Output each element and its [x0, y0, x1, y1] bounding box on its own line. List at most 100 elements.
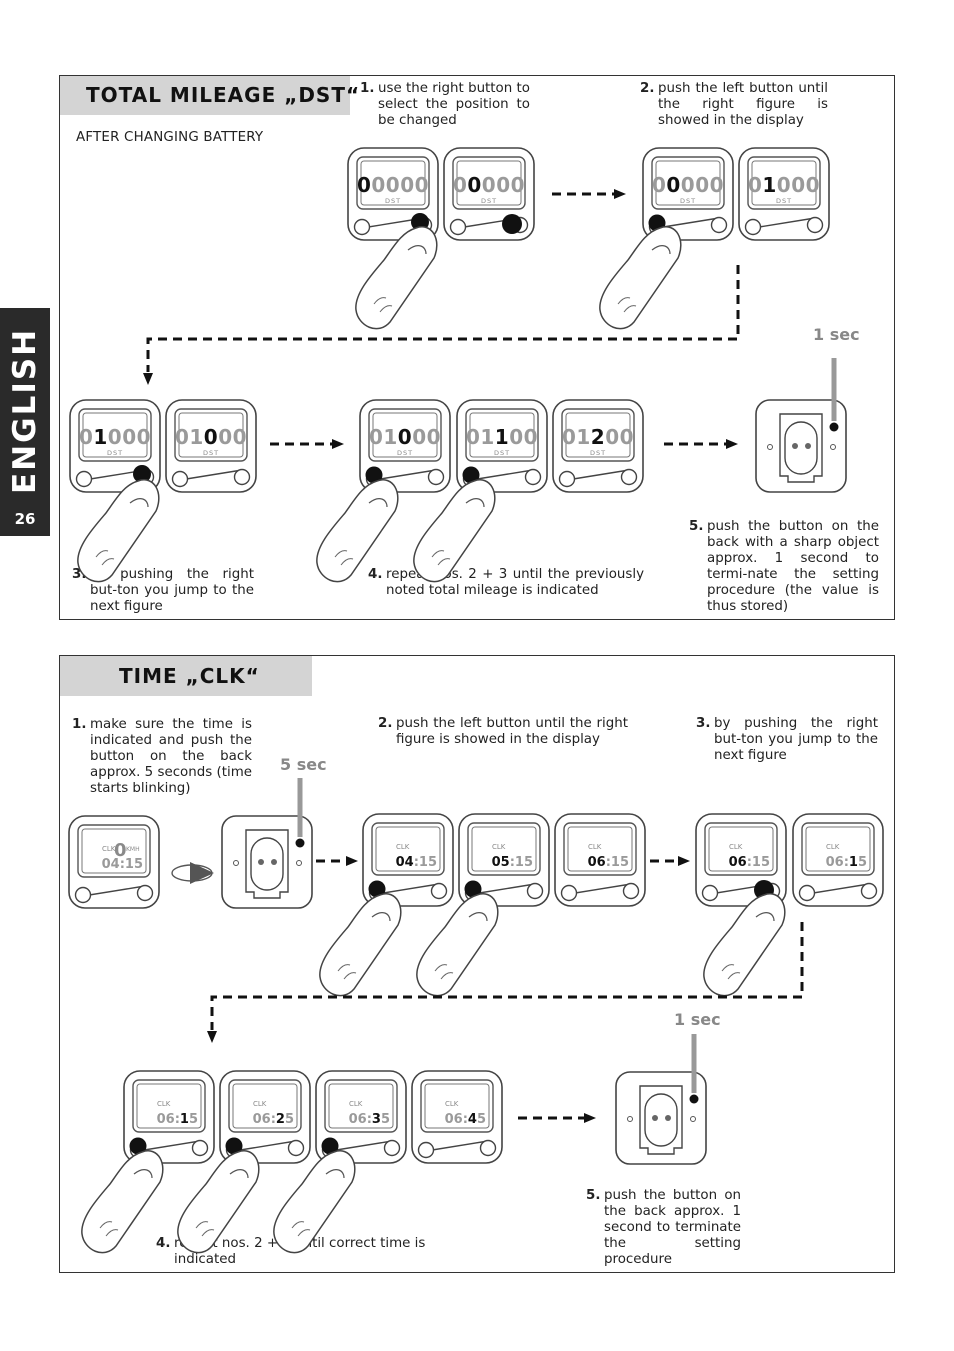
- screen-tag: CLK: [396, 843, 410, 851]
- fingernail: [371, 912, 391, 922]
- left-button: [74, 886, 92, 904]
- knuckle-line: [440, 972, 454, 980]
- right-button: [191, 1139, 209, 1157]
- knuckle-line: [95, 550, 109, 558]
- screw: [652, 1115, 658, 1121]
- strap-line: [179, 469, 243, 481]
- knuckle-line: [101, 558, 115, 566]
- dst-title-box: [60, 76, 350, 115]
- dst-step-1: 1.use the right button to select the pos…: [360, 81, 530, 128]
- screen: [708, 826, 774, 872]
- right-button: [136, 884, 154, 902]
- screen-time: 05:15: [492, 855, 533, 870]
- screen: [178, 412, 244, 458]
- pressed-left-button: [462, 466, 480, 484]
- arrow-head: [332, 439, 344, 449]
- screen-tag: CLK: [729, 843, 743, 851]
- pressed-right-button: [502, 214, 522, 234]
- screw: [271, 859, 277, 865]
- arrow-head: [614, 189, 626, 199]
- fingernail: [368, 498, 388, 508]
- reset-button: [295, 838, 305, 848]
- strap-line: [425, 1140, 489, 1152]
- knuckle-line: [201, 1229, 215, 1237]
- finger-outline: [273, 1150, 356, 1254]
- screen: [375, 826, 441, 872]
- screen-digits: 00000: [652, 173, 724, 197]
- pressed-left-button: [365, 466, 383, 484]
- right-button: [860, 882, 878, 900]
- pressed-left-button: [321, 1137, 339, 1155]
- screen-time: 06:35: [349, 1112, 390, 1127]
- screen-tag: CLK: [349, 1100, 363, 1108]
- screen-time: 04:15: [396, 855, 437, 870]
- pressed-left-button: [129, 1137, 147, 1155]
- dashed-connector: [146, 265, 740, 372]
- knuckle-line: [343, 972, 357, 980]
- battery-cover: [250, 837, 284, 891]
- speed-unit: KMH: [126, 846, 140, 853]
- screen-time: 06:15: [729, 855, 770, 870]
- arrow-head: [207, 1031, 217, 1043]
- right-button: [479, 1139, 497, 1157]
- finger-outline: [77, 479, 160, 583]
- screen-tag: DST: [680, 197, 696, 205]
- screen-tag: CLK: [253, 1100, 267, 1108]
- bike-computer: CLK 04:15: [362, 813, 454, 907]
- pin-right: [830, 444, 836, 450]
- screen: [424, 1083, 490, 1129]
- finger-outline: [703, 893, 786, 997]
- right-button: [622, 882, 640, 900]
- knuckle-line: [721, 964, 735, 972]
- right-button: [383, 1139, 401, 1157]
- screen-digits: 01000: [175, 425, 247, 449]
- clk-panel: [59, 655, 895, 1273]
- screw: [258, 859, 264, 865]
- knuckle-line: [105, 1229, 119, 1237]
- fingernail: [755, 912, 775, 922]
- knuckle-line: [373, 297, 387, 305]
- dst-subtitle: AFTER CHANGING BATTERY: [76, 130, 264, 145]
- arrow-head: [346, 856, 358, 866]
- screw: [805, 443, 811, 449]
- screen-digits: 01000: [748, 173, 820, 197]
- strap-line: [752, 217, 816, 229]
- screen-digits: 01000: [79, 425, 151, 449]
- pin-right: [690, 1116, 696, 1122]
- finger-outline: [316, 479, 399, 583]
- knuckle-line: [727, 972, 741, 980]
- fingernail: [651, 245, 671, 255]
- finger-illustration: [416, 893, 499, 997]
- screen-time: 06:15: [588, 855, 629, 870]
- screen: [567, 826, 633, 872]
- screen: [136, 1083, 202, 1129]
- fingernail: [465, 498, 485, 508]
- clk-title: TIME „CLK“: [119, 664, 260, 688]
- finger-illustration: [77, 479, 160, 583]
- screen-tag: DST: [590, 449, 606, 457]
- strap-line: [566, 469, 630, 481]
- pressed-left-button: [225, 1137, 243, 1155]
- screen: [360, 160, 426, 206]
- dst-panel: [59, 75, 895, 620]
- screen-time: 06:15: [157, 1112, 198, 1127]
- finger-illustration: [599, 226, 682, 330]
- screen-time: 06:25: [253, 1112, 294, 1127]
- screen: [565, 412, 631, 458]
- screen: [655, 160, 721, 206]
- left-button: [449, 218, 467, 236]
- finger-outline: [81, 1150, 164, 1254]
- pin-left: [627, 1116, 633, 1122]
- screen-time: 06:15: [826, 855, 867, 870]
- knuckle-line: [340, 558, 354, 566]
- right-button: [806, 216, 824, 234]
- finger-outline: [319, 893, 402, 997]
- bike-computer: CLK 06:15: [695, 813, 787, 907]
- screen-tag: DST: [481, 197, 497, 205]
